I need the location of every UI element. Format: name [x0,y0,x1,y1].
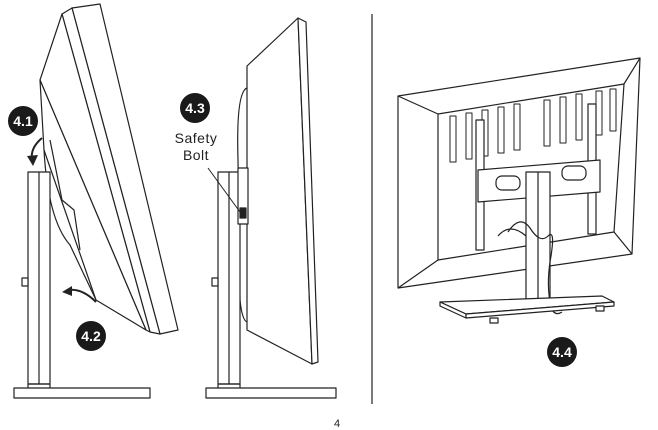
safety-bolt-label-line2: Bolt [182,147,210,163]
step-badge-4-3: 4.3 [180,93,210,123]
step-badge-4-1: 4.1 [8,106,38,136]
safety-bolt-label-line1: Safety [174,130,218,146]
page-number: 4 [334,418,341,430]
panel-2-safety-bolt [205,17,337,399]
step-badge-4-4: 4.4 [547,337,577,367]
panel-3-rear-view [397,57,641,324]
step-badge-4-2: 4.2 [76,321,106,351]
safety-bolt-label: Safety Bolt [168,130,224,164]
panel-1-monitor-tilt [13,3,179,399]
